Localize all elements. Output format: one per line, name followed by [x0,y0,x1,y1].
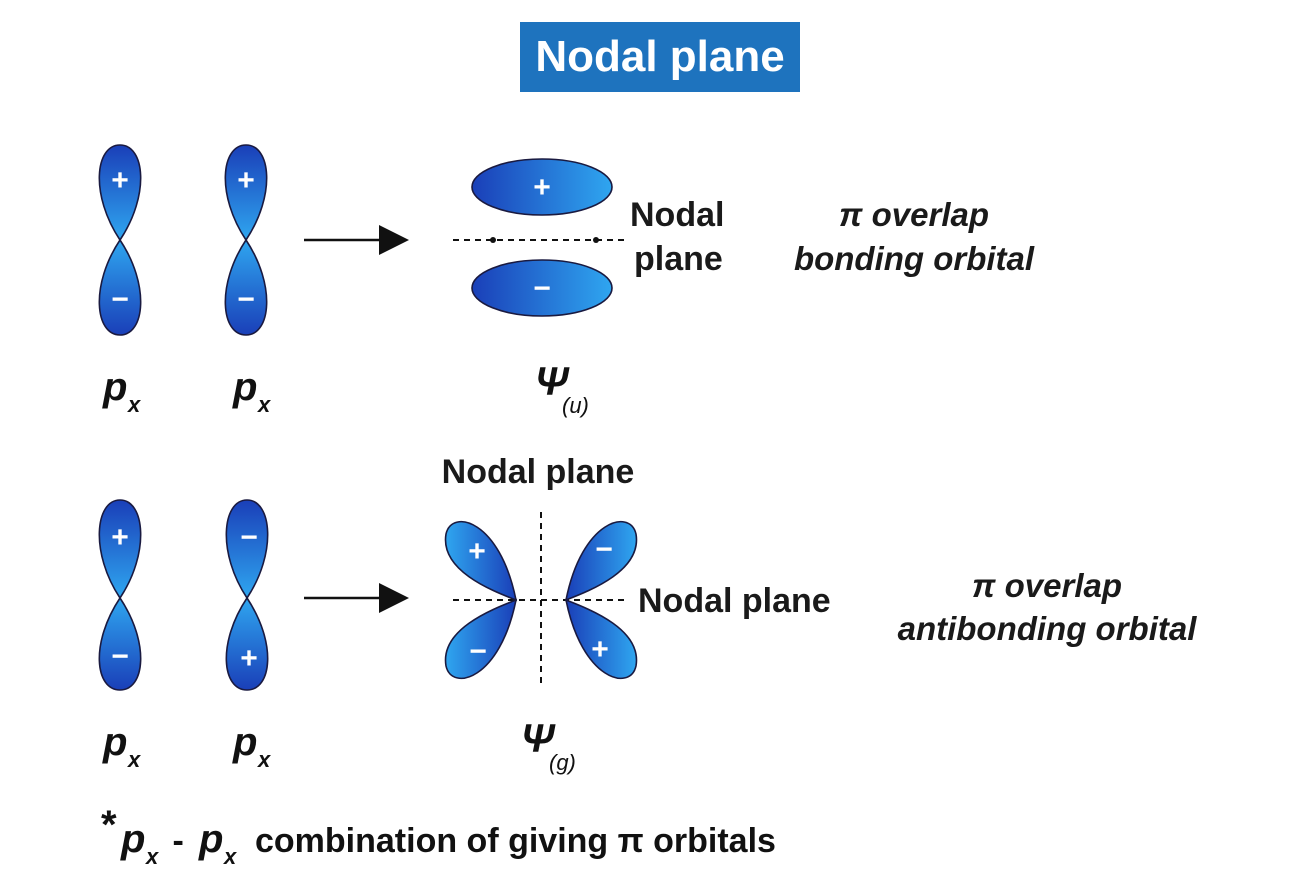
plus-sign: + [111,521,129,554]
svg-text:x: x [127,747,141,772]
p-orbital-2: − + [225,499,269,691]
row-bonding: + − + − p x p x + − Nod [98,144,1035,418]
minus-sign: − [595,533,613,566]
plus-sign: + [237,164,255,197]
plus-sign: + [111,164,129,197]
antibonding-description: π overlap [972,567,1122,604]
svg-text:x: x [223,844,237,869]
row-antibonding: + − − + p x p x [98,453,1198,775]
svg-text:x: x [257,392,271,417]
nodal-plane-label: plane [634,240,723,278]
minus-sign: − [533,272,551,305]
p-orbital-2-label: p x [232,365,271,417]
nodal-plane-label: Nodal [630,196,724,234]
minus-sign: − [469,635,487,668]
bonding-description: bonding orbital [794,240,1035,277]
plus-sign: + [591,633,609,666]
minus-sign: − [111,283,129,316]
svg-text:p: p [102,720,127,764]
svg-text:x: x [145,844,159,869]
svg-text:Ψ: Ψ [521,717,556,761]
bonding-pi-orbital: + − [453,158,628,317]
antibonding-description: antibonding orbital [898,610,1198,647]
svg-text:x: x [257,747,271,772]
svg-text:(u): (u) [562,393,589,418]
svg-text:x: x [127,392,141,417]
p-orbital-2-label: p x [232,720,271,772]
page-title: Nodal plane [535,32,784,81]
p-orbital-1: + − [98,144,142,336]
nodal-plane-label: Nodal plane [442,453,635,491]
plus-sign: + [533,171,551,204]
svg-text:Ψ: Ψ [535,360,570,404]
minus-sign: − [111,640,129,673]
p-orbital-1: + − [98,499,142,691]
psi-u-label: Ψ (u) [535,360,589,418]
svg-text:p: p [102,365,127,409]
svg-text:p: p [120,817,145,861]
plus-sign: + [468,535,486,568]
footnote: * p x - p x combination of giving π orbi… [101,803,776,869]
bonding-description: π overlap [839,196,989,233]
p-orbital-2: + − [224,144,268,336]
svg-text:*: * [101,803,117,847]
antibonding-pi-orbital: + − − + [444,512,638,688]
plus-sign: + [240,642,258,675]
svg-text:p: p [232,365,257,409]
p-orbital-1-label: p x [102,365,141,417]
minus-sign: − [237,283,255,316]
nodal-plane-label: Nodal plane [638,582,831,620]
title-banner: Nodal plane [520,22,800,92]
footnote-text: combination of giving π orbitals [255,822,776,860]
psi-g-label: Ψ (g) [521,717,576,775]
svg-text:(g): (g) [549,750,576,775]
p-orbital-1-label: p x [102,720,141,772]
svg-text:p: p [232,720,257,764]
svg-text:-: - [163,822,193,860]
svg-text:p: p [198,817,223,861]
minus-sign: − [240,521,258,554]
